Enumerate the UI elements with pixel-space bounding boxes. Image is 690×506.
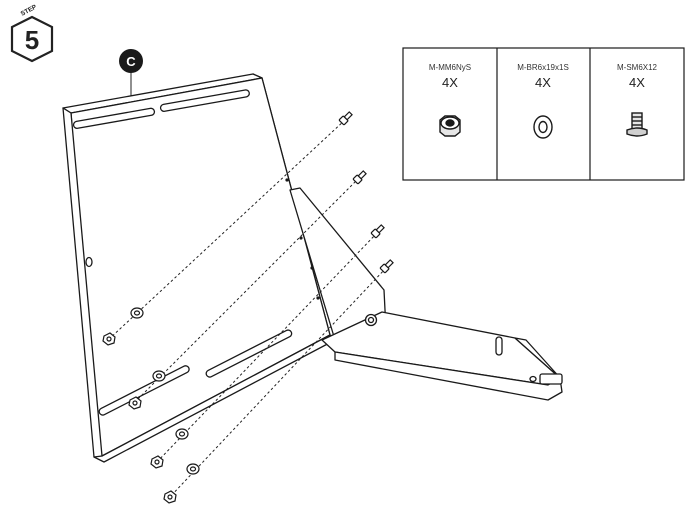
top-slot-right — [159, 89, 250, 112]
top-slot-left — [72, 107, 156, 129]
hardware-code: M-MM6NyS — [429, 63, 471, 72]
nylon-lock-nut-icon — [439, 115, 461, 137]
flange-holes — [285, 178, 320, 300]
step-badge: STEP 5 — [10, 3, 54, 63]
flat-washer-icon — [130, 307, 144, 319]
flat-washer-icon — [533, 115, 553, 139]
part-label: C — [126, 54, 136, 69]
bracket-arm-side — [334, 351, 563, 401]
plate-hole — [85, 256, 93, 268]
bottom-slot-left — [98, 365, 190, 416]
hardware-cell-screw: M-SM6X12 4X — [617, 63, 658, 137]
hardware-qty: 4X — [629, 75, 645, 90]
assembly-guide-lines — [107, 119, 387, 500]
flat-washer-icon — [152, 370, 166, 382]
arm-foot-hole — [529, 375, 537, 383]
hardware-cell-washer: M-BR6x19x1S 4X — [517, 63, 569, 139]
step-hexagon — [10, 15, 54, 63]
button-head-screw-icon — [626, 112, 648, 137]
bottom-slot-right — [205, 329, 293, 378]
button-head-screw-icon — [352, 170, 367, 185]
nylon-lock-nut-icon — [150, 455, 164, 469]
hardware-table: M-MM6NyS 4X M-BR6x19x1S 4X M-SM6X12 4X — [402, 47, 685, 181]
base-bracket — [289, 187, 563, 401]
hardware-code: M-BR6x19x1S — [517, 63, 569, 72]
nylon-lock-nut-icon — [163, 490, 177, 504]
arm-slot — [495, 336, 503, 356]
plate-face — [70, 77, 331, 457]
flat-washer-icon — [175, 428, 189, 440]
hardware-code: M-SM6X12 — [617, 63, 658, 72]
nylon-lock-nut-icon — [102, 332, 116, 346]
nylon-lock-nut-icon — [128, 396, 142, 410]
hardware-cell-nut: M-MM6NyS 4X — [429, 63, 471, 137]
button-head-screw-icon — [379, 259, 394, 274]
arm-foot — [539, 373, 563, 385]
nuts — [102, 332, 177, 504]
button-head-screw-icon — [338, 111, 353, 126]
flat-washer-icon — [186, 463, 200, 475]
part-badge — [119, 49, 143, 73]
screws — [338, 111, 394, 274]
step-caption: STEP — [20, 3, 39, 17]
mounting-plate — [62, 73, 336, 463]
button-head-screw-icon — [370, 224, 385, 239]
hardware-qty: 4X — [442, 75, 458, 90]
hardware-qty: 4X — [535, 75, 551, 90]
step-number: 5 — [25, 25, 39, 55]
gusset-bolt-inner — [367, 316, 375, 324]
plate-left-edge — [62, 107, 103, 458]
washers — [130, 307, 200, 475]
